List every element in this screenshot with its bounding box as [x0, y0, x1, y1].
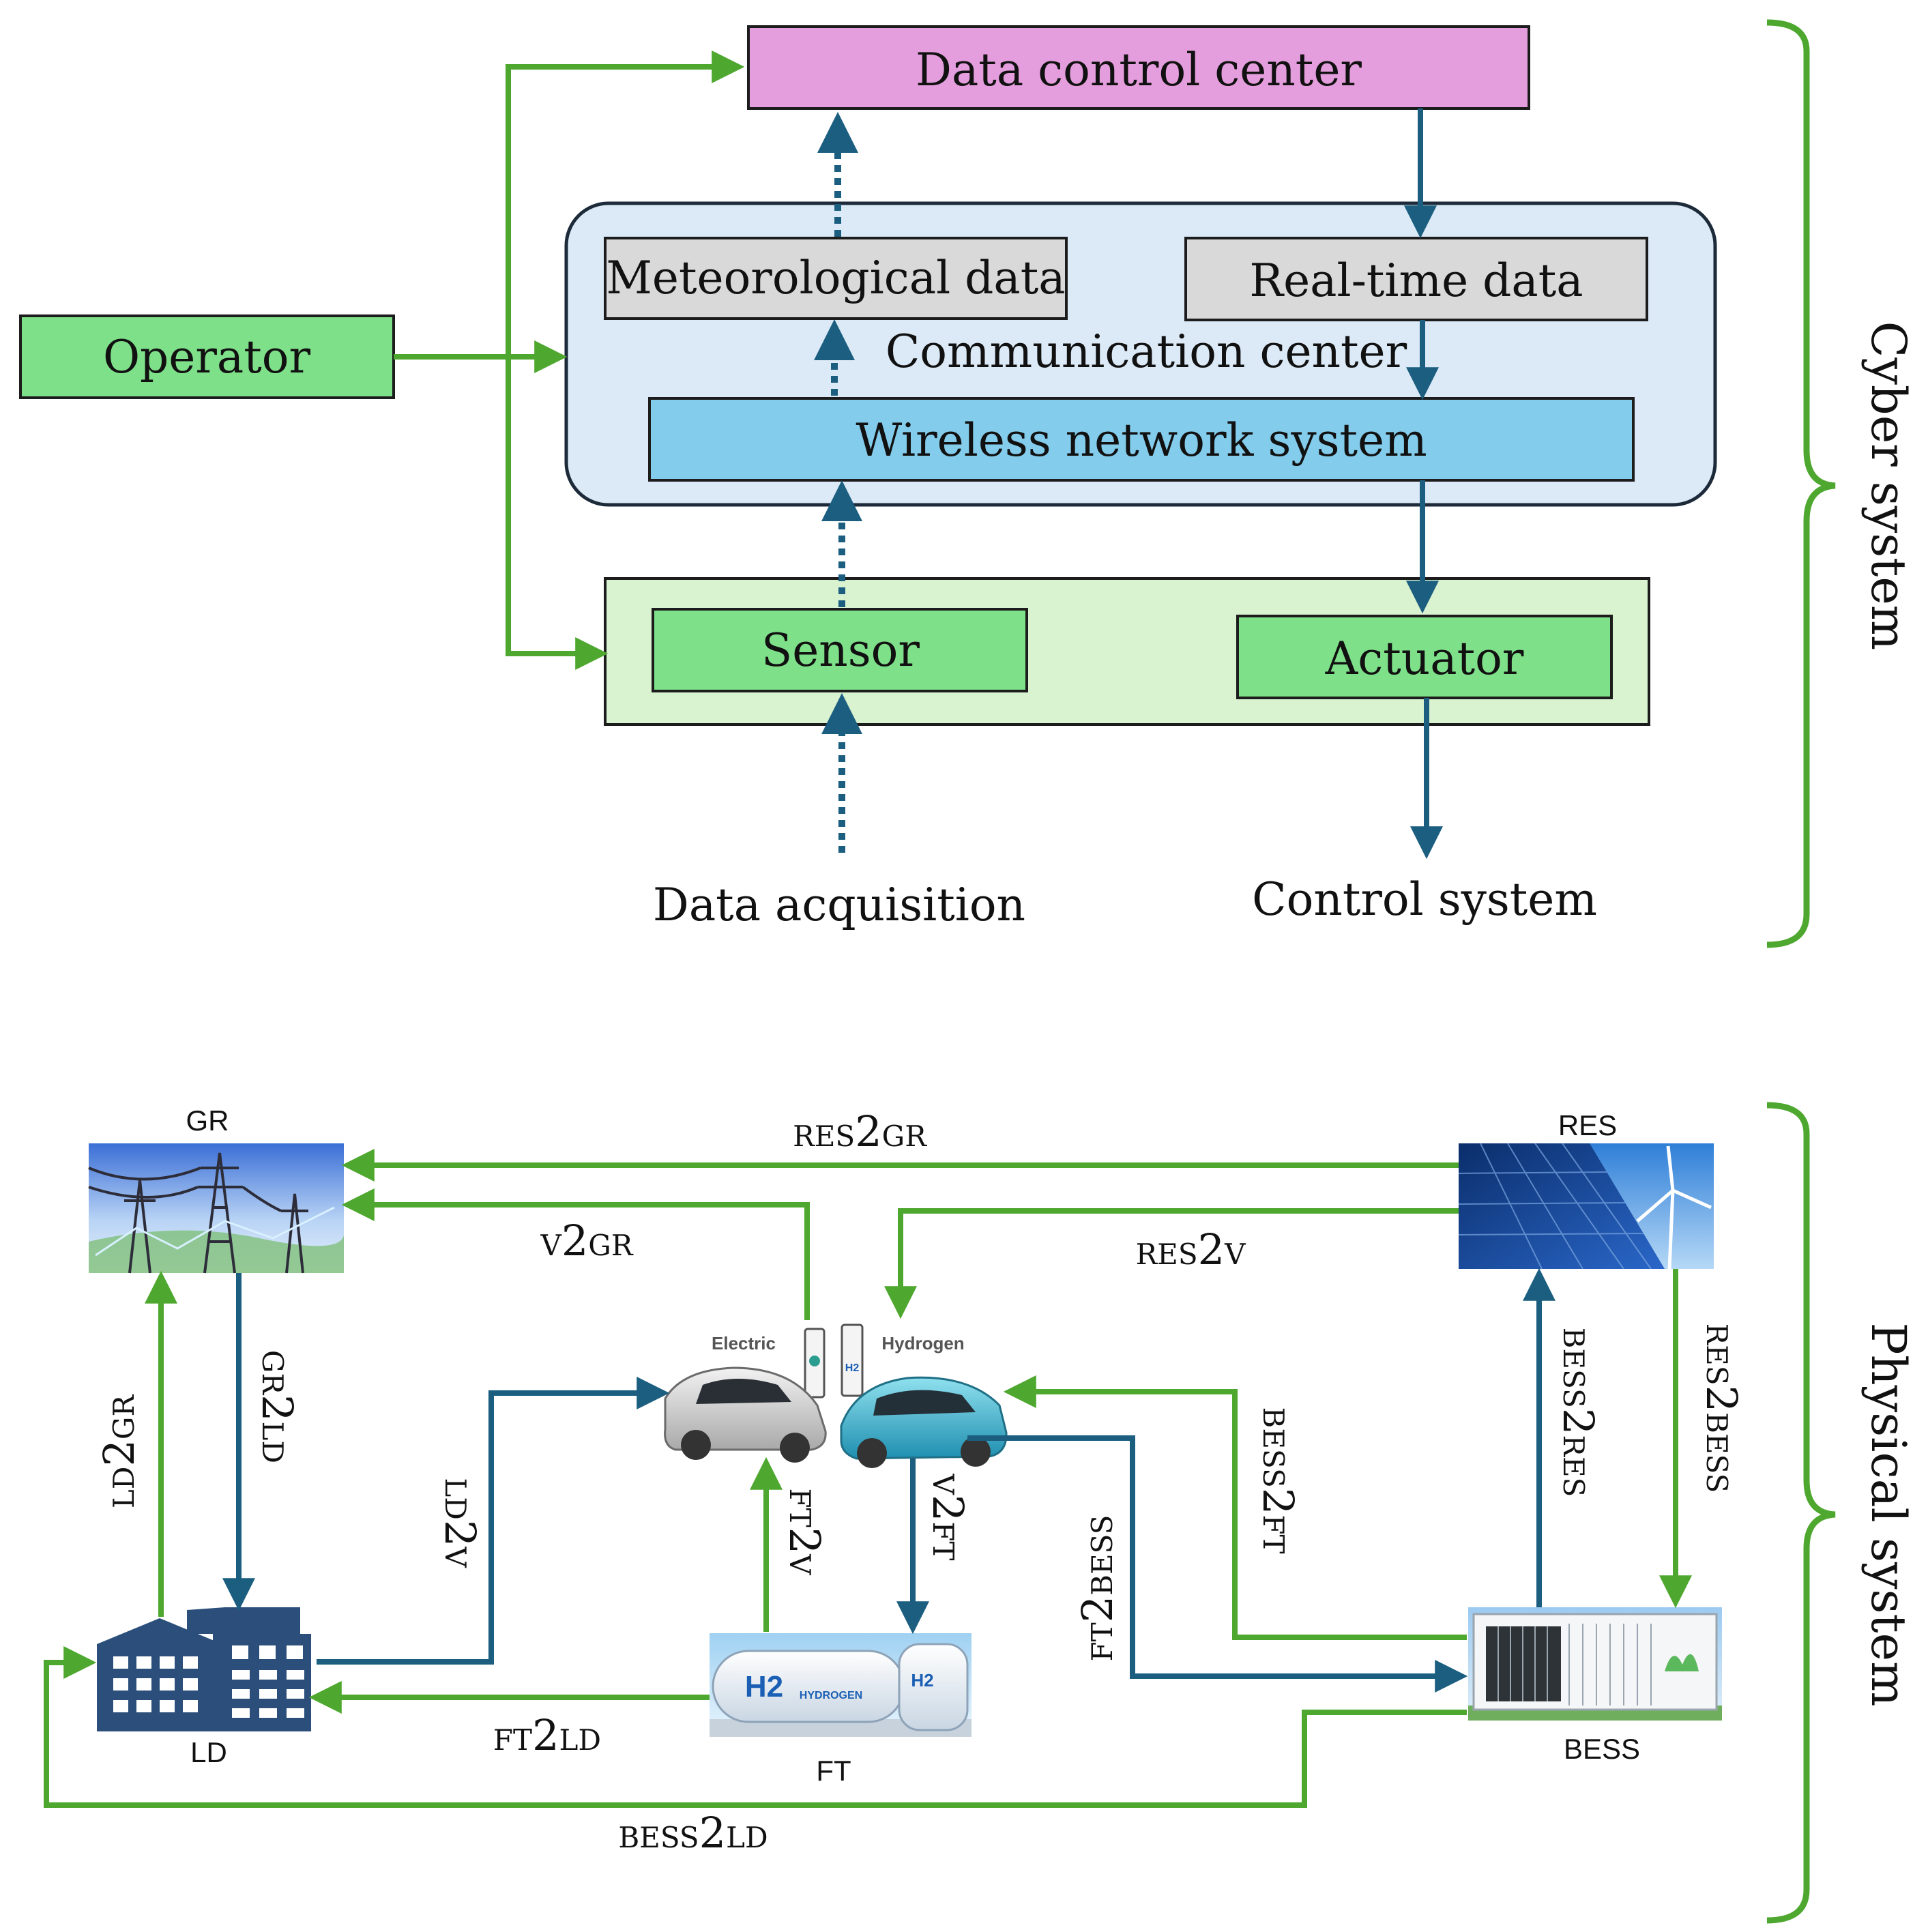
ft-hydrogen-tank-image: H2 HYDROGEN H2 — [710, 1633, 972, 1737]
control-system-label: Control system — [1252, 873, 1597, 926]
v2gr-label: V2GR — [540, 1216, 634, 1265]
ft2ld-label: FT2LD — [493, 1710, 601, 1760]
ft2bess-arrow — [967, 1435, 1468, 1693]
sensor-label: Sensor — [761, 624, 920, 677]
ft-node-label: FT — [816, 1755, 851, 1787]
actuator-label: Actuator — [1325, 632, 1524, 685]
res2v-label: RES2V — [1136, 1225, 1246, 1274]
bess2ft-label: BESS2FT — [1253, 1407, 1303, 1554]
operator-box[interactable] — [19, 314, 395, 399]
data-control-center-box[interactable] — [747, 25, 1530, 110]
ev-electric-label: Electric — [712, 1333, 776, 1353]
real-time-data-label: Real-time data — [1249, 254, 1583, 307]
bess2ft-arrow — [1003, 1375, 1467, 1640]
tank-h2-small: H2 — [911, 1670, 933, 1690]
meteorological-data-box[interactable] — [604, 237, 1068, 320]
actuator-box[interactable] — [1236, 615, 1613, 699]
res-node-label: RES — [1558, 1109, 1617, 1141]
communication-center-label: Communication center — [886, 325, 1407, 378]
physical-green-flows — [44, 1149, 1692, 1808]
ld2gr-label: LD2GR — [94, 1394, 144, 1509]
res2v-arrow — [884, 1208, 1459, 1319]
sensor-box[interactable] — [652, 608, 1028, 692]
meteorological-data-label: Meteorological data — [606, 252, 1065, 304]
bess2ld-arrow — [44, 1646, 1467, 1808]
ev-station-image: Electric Hydrogen H2 — [664, 1323, 1008, 1468]
res2gr-label: RES2GR — [793, 1107, 927, 1156]
cyber-system-label: Cyber system — [1860, 321, 1916, 650]
v2ft-label: V2FT — [923, 1474, 973, 1561]
physical-system-brace — [1766, 1102, 1836, 1924]
wireless-network-label: Wireless network system — [856, 414, 1427, 467]
ld-buildings-icon — [97, 1607, 311, 1731]
ev-hydrogen-label: Hydrogen — [881, 1333, 964, 1353]
cyber-system-brace — [1766, 19, 1836, 948]
physical-system-label: Physical system — [1860, 1323, 1916, 1707]
v2gr-arrow — [341, 1188, 810, 1320]
res2bess-label: RES2BESS — [1697, 1323, 1747, 1493]
operator-label: Operator — [103, 331, 311, 383]
gr2ld-label: GR2LD — [252, 1350, 302, 1463]
bess-node-label: BESS — [1564, 1733, 1640, 1765]
ft2v-label: FT2V — [780, 1489, 830, 1576]
res-image — [1458, 1143, 1714, 1270]
real-time-data-box[interactable] — [1184, 237, 1648, 321]
ft2bess-label: FT2BESS — [1072, 1515, 1122, 1662]
ld2v-arrow — [317, 1377, 670, 1665]
gr-node-label: GR — [186, 1104, 229, 1137]
data-control-center-label: Data control center — [916, 44, 1362, 96]
grid-image — [88, 1143, 344, 1274]
control-flows — [1404, 108, 1443, 860]
ev-h2-badge: H2 — [845, 1362, 860, 1374]
data-acquisition-flows — [814, 111, 862, 853]
bess2ld-label: BESS2LD — [618, 1808, 768, 1858]
ld-node-label: LD — [190, 1736, 227, 1768]
operator-connections — [394, 50, 745, 670]
physical-blue-flows — [222, 1268, 1555, 1693]
wireless-network-box[interactable] — [648, 397, 1635, 482]
bess2res-label: BESS2RES — [1553, 1328, 1603, 1497]
tank-h2-big: H2 — [745, 1670, 783, 1703]
data-acquisition-label: Data acquisition — [653, 879, 1025, 931]
ld2v-label: LD2V — [435, 1478, 485, 1568]
bess-container-image — [1468, 1607, 1722, 1721]
tank-hydrogen-word: HYDROGEN — [800, 1690, 862, 1701]
